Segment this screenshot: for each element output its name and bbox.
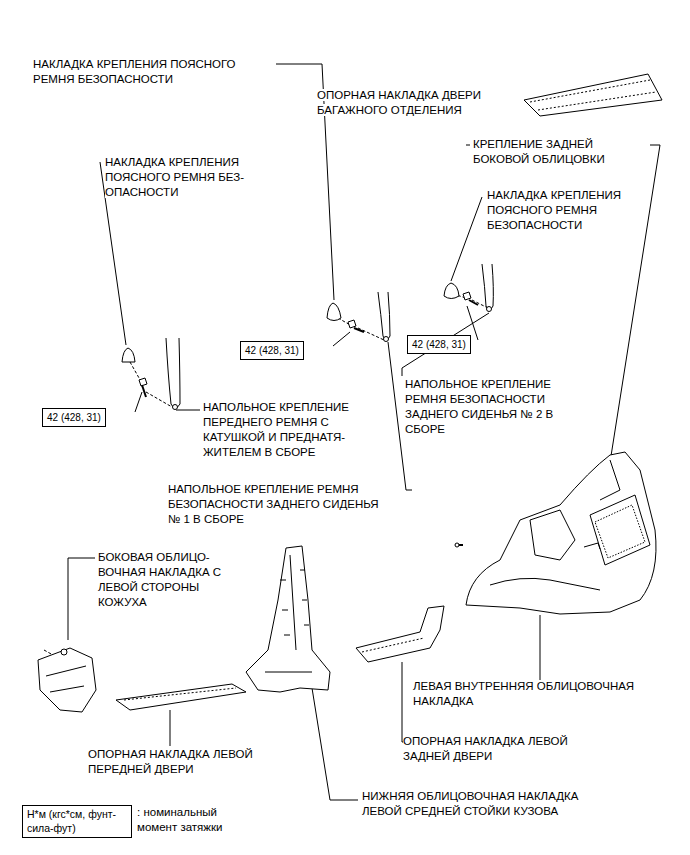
label-text: КРЕПЛЕНИЕ ЗАДНЕЙ БОКОВОЙ ОБЛИЦОВКИ [473, 138, 605, 165]
box-text: 42 (428, 31) [412, 338, 466, 351]
legend-box: Н*м (кгс*см, фунт-сила-фут) [22, 805, 132, 838]
label-text: НАКЛАДКА КРЕПЛЕНИЯ ПОЯСНОГО РЕМНЯ БЕЗОПА… [33, 58, 236, 85]
label-text: НАКЛАДКА КРЕПЛЕНИЯ ПОЯСНОГО РЕМНЯ БЕЗОПА… [487, 189, 621, 231]
part-label: НАПОЛЬНОЕ КРЕПЛЕНИЕ РЕМНЯ БЕЗОПАСНОСТИ З… [405, 377, 580, 437]
leader-lines [68, 64, 660, 800]
label-text: ЛЕВАЯ ВНУТРЕННЯЯ ОБЛИЦОВОЧНАЯ НАКЛАДКА [413, 680, 634, 707]
label-text: НАКЛАДКА КРЕПЛЕНИЯ ПОЯСНОГО РЕМНЯ БЕЗ-ОП… [105, 156, 244, 198]
alignment-lines [44, 294, 488, 660]
part-label: : номинальный момент затяжки [137, 805, 257, 835]
label-text: ОПОРНАЯ НАКЛАДКА ЛЕВОЙ ЗАДНЕЙ ДВЕРИ [403, 735, 568, 762]
label-text: НАПОЛЬНОЕ КРЕПЛЕНИЕ РЕМНЯ БЕЗОПАСНОСТИ З… [168, 483, 379, 525]
label-text: ОПОРНАЯ НАКЛАДКА ДВЕРИ БАГАЖНОГО ОТДЕЛЕН… [317, 89, 481, 116]
center-pillar-trim [246, 546, 330, 692]
part-label: НАПОЛЬНОЕ КРЕПЛЕНИЕ ПЕРЕДНЕГО РЕМНЯ С КА… [203, 400, 388, 460]
box-text: 42 (428, 31) [47, 411, 101, 424]
part-label: ЛЕВАЯ ВНУТРЕННЯЯ ОБЛИЦОВОЧНАЯ НАКЛАДКА [413, 679, 683, 709]
inner-trim-panel [455, 452, 656, 614]
label-text: ОПОРНАЯ НАКЛАДКА ЛЕВОЙ ПЕРЕДНЕЙ ДВЕРИ [88, 748, 253, 775]
label-text: НАПОЛЬНОЕ КРЕПЛЕНИЕ РЕМНЯ БЕЗОПАСНОСТИ З… [405, 378, 553, 435]
torque-box: 42 (428, 31) [42, 408, 106, 427]
label-text: : номинальный момент затяжки [137, 806, 222, 833]
box-text: Н*м (кгс*см, фунт-сила-фут) [27, 808, 127, 835]
rear-belt-anchor-1 [327, 292, 390, 342]
part-label: БОКОВАЯ ОБЛИЦО-ВОЧНАЯ НАКЛАДКА С ЛЕВОЙ С… [98, 550, 238, 610]
part-label: НАКЛАДКА КРЕПЛЕНИЯ ПОЯСНОГО РЕМНЯ БЕЗ-ОП… [105, 155, 275, 200]
torque-box: 42 (428, 31) [240, 341, 304, 360]
label-text: НАПОЛЬНОЕ КРЕПЛЕНИЕ ПЕРЕДНЕГО РЕМНЯ С КА… [203, 401, 349, 458]
front-belt-anchor [122, 338, 180, 410]
rear-belt-anchor-2 [444, 264, 493, 312]
part-label: НАПОЛЬНОЕ КРЕПЛЕНИЕ РЕМНЯ БЕЗОПАСНОСТИ З… [168, 482, 388, 527]
label-text: БОКОВАЯ ОБЛИЦО-ВОЧНАЯ НАКЛАДКА С ЛЕВОЙ С… [98, 551, 221, 608]
torque-box: 42 (428, 31) [407, 335, 471, 354]
label-text: НИЖНЯЯ ОБЛИЦОВОЧНАЯ НАКЛАДКА ЛЕВОЙ СРЕДН… [362, 790, 578, 817]
front-door-scuff-plate [116, 684, 246, 710]
cowl-side-trim [38, 648, 96, 712]
part-label: НИЖНЯЯ ОБЛИЦОВОЧНАЯ НАКЛАДКА ЛЕВОЙ СРЕДН… [362, 789, 607, 819]
part-label: ОПОРНАЯ НАКЛАДКА ЛЕВОЙ ЗАДНЕЙ ДВЕРИ [403, 734, 613, 764]
part-label: ОПОРНАЯ НАКЛАДКА ДВЕРИ БАГАЖНОГО ОТДЕЛЕН… [317, 88, 517, 118]
part-label: НАКЛАДКА КРЕПЛЕНИЯ ПОЯСНОГО РЕМНЯ БЕЗОПА… [487, 188, 647, 233]
part-label: КРЕПЛЕНИЕ ЗАДНЕЙ БОКОВОЙ ОБЛИЦОВКИ [473, 137, 638, 167]
part-label: НАКЛАДКА КРЕПЛЕНИЯ ПОЯСНОГО РЕМНЯ БЕЗОПА… [33, 57, 269, 87]
part-label: ОПОРНАЯ НАКЛАДКА ЛЕВОЙ ПЕРЕДНЕЙ ДВЕРИ [88, 747, 288, 777]
rear-door-scuff-plate [356, 606, 444, 662]
luggage-scuff-plate [524, 74, 662, 116]
box-text: 42 (428, 31) [245, 344, 299, 357]
